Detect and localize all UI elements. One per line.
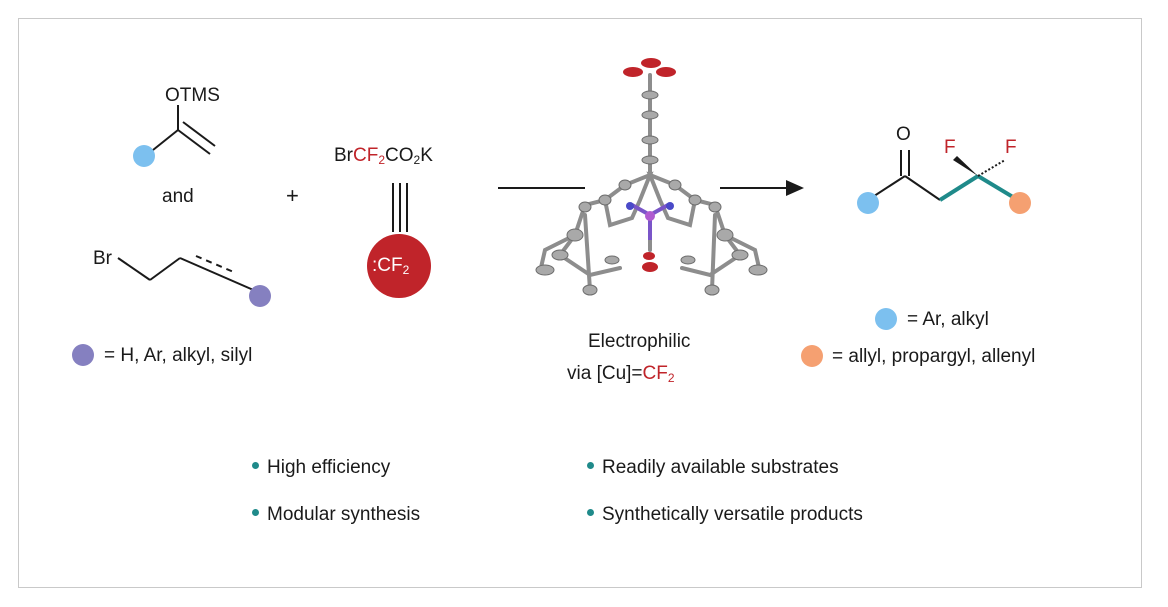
formula-co: CO <box>385 145 414 166</box>
product-oxygen-label: O <box>896 124 911 145</box>
fluorine-wedge-bond <box>953 156 978 176</box>
figure-frame <box>18 18 1142 588</box>
feature-text: High efficiency <box>267 457 391 478</box>
feature-text: Synthetically versatile products <box>602 504 863 525</box>
feature-readily-available: Readily available substrates <box>587 458 839 477</box>
caption-via-cu: via [Cu]= <box>567 363 643 384</box>
blue-substituent-dot-left <box>133 145 155 167</box>
catalyst-caption-line1: Electrophilic <box>588 331 691 352</box>
carbene-colon: : <box>372 255 378 276</box>
orange-substituent-dot-product <box>1009 192 1031 214</box>
feature-text: Modular synthesis <box>267 504 421 525</box>
carbene-cf-sub: 2 <box>402 263 410 277</box>
caption-cf: CF <box>642 363 668 384</box>
silyl-enol-ether-structure <box>147 105 216 155</box>
formula-cf-sub: 2 <box>378 153 386 167</box>
bullet-dot <box>252 462 259 469</box>
blue-substituent-dot-product <box>857 192 879 214</box>
bullet-dot <box>252 509 259 516</box>
product-fluorine-2: F <box>1005 137 1017 158</box>
catalyst-crystal-structure <box>535 58 768 296</box>
propargyl-bromide-structure <box>117 255 259 293</box>
legend-blue-text: = Ar, alkyl <box>907 309 989 330</box>
caption-cf-sub: 2 <box>667 371 675 385</box>
bullet-dot <box>587 509 594 516</box>
product-fluorine-1: F <box>944 137 956 158</box>
carbene-source-formula: BrCF2CO2K <box>334 146 433 166</box>
equivalence-bars <box>392 183 408 232</box>
formula-cf: CF <box>353 145 379 166</box>
feature-high-efficiency: High efficiency <box>252 458 390 477</box>
fluorine-hash-bond <box>977 159 1006 177</box>
product-teal-bonds <box>938 174 1020 202</box>
feature-modular-synthesis: Modular synthesis <box>252 505 420 524</box>
feature-versatile-products: Synthetically versatile products <box>587 505 863 524</box>
legend-purple-dot <box>72 344 94 366</box>
catalyst-caption-line2: via [Cu]=CF2 <box>567 364 675 384</box>
formula-br: Br <box>334 145 353 166</box>
legend-purple-text: = H, Ar, alkyl, silyl <box>104 345 253 366</box>
formula-k: K <box>420 145 433 166</box>
legend-orange-text: = allyl, propargyl, allenyl <box>832 346 1036 367</box>
otms-label: OTMS <box>165 85 220 106</box>
formula-co-sub: 2 <box>413 153 421 167</box>
purple-substituent-dot <box>249 285 271 307</box>
feature-text: Readily available substrates <box>602 457 839 478</box>
legend-orange-dot <box>801 345 823 367</box>
legend-blue-dot <box>875 308 897 330</box>
arrow-head <box>786 180 804 196</box>
bullet-dot <box>587 462 594 469</box>
carbene-cf: CF <box>377 255 403 276</box>
carbene-circle-label: :CF2 <box>372 256 409 276</box>
and-label: and <box>162 186 194 207</box>
carbene-circle <box>367 234 431 298</box>
plus-sign: + <box>286 183 299 208</box>
bromide-label: Br <box>93 248 112 269</box>
product-structure <box>867 150 941 201</box>
